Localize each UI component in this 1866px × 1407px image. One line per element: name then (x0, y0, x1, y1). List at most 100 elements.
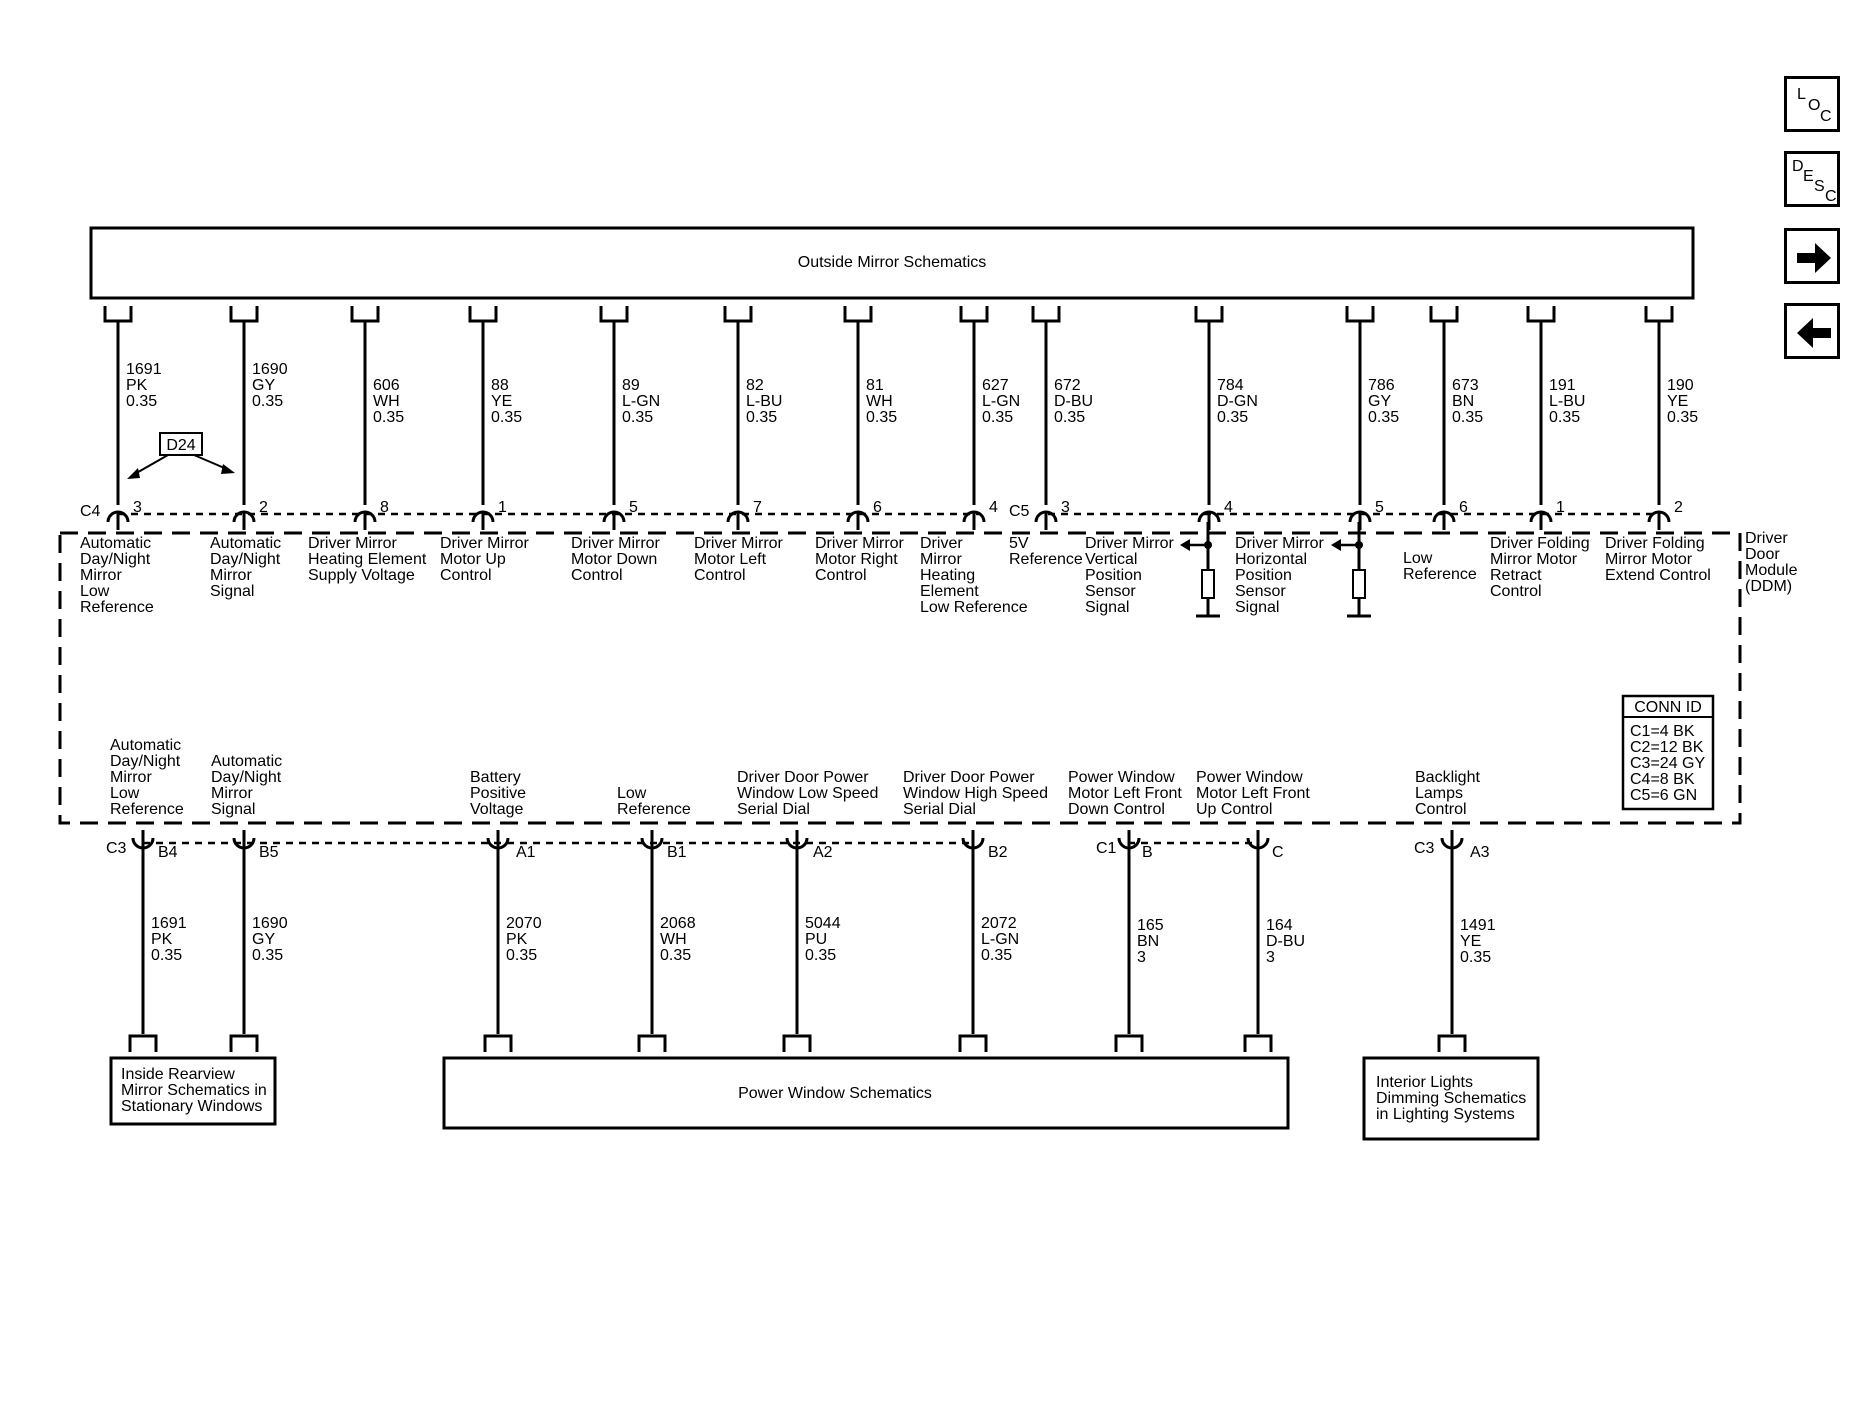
pin-number: B4 (158, 844, 178, 861)
wire-spec: 606 (373, 377, 400, 394)
wire-terminal (468, 306, 498, 323)
pin-number: 5 (1375, 499, 1384, 516)
wire-terminal (1437, 1034, 1467, 1052)
ddm-name-line-1: Driver (1745, 530, 1788, 547)
wire-spec: 3 (1137, 949, 1146, 966)
wire-terminal (843, 306, 873, 323)
pin-function-label: Signal (1085, 599, 1129, 616)
connector-c5-label: C5 (1009, 503, 1030, 520)
pin-function-label: Driver Mirror (1235, 535, 1325, 552)
wire-spec: 0.35 (491, 409, 522, 426)
pin-function-label: Driver Folding (1605, 535, 1705, 552)
horizontal-position-sensor-symbol (1331, 522, 1371, 618)
pin-function-label: Driver (920, 535, 963, 552)
wire-spec: 0.35 (1452, 409, 1483, 426)
pin-function-label: Driver Mirror (815, 535, 905, 552)
pin-function-label: Element (920, 583, 979, 600)
pin-function-label: Low (110, 785, 140, 802)
desc-letter-3: S (1814, 178, 1825, 195)
pin-function-label: Serial Dial (737, 801, 810, 818)
wire-spec: L-GN (981, 931, 1019, 948)
wire-spec: 0.35 (866, 409, 897, 426)
wire-spec: D-BU (1054, 393, 1093, 410)
wire-spec: 2068 (660, 915, 696, 932)
pin-function-label: Window High Speed (903, 785, 1048, 802)
conn-id-row: C2=12 BK (1630, 739, 1704, 756)
inside-rearview-mirror-line-1: Inside Rearview (121, 1066, 235, 1083)
wire-spec: 0.35 (126, 393, 157, 410)
desc-button[interactable]: D E S C (1784, 151, 1840, 207)
wire-spec: 0.35 (1217, 409, 1248, 426)
pin-function-label: Mirror (110, 769, 152, 786)
pin-function-label: Heating Element (308, 551, 427, 568)
wire-spec: 5044 (805, 915, 841, 932)
pin-function-label: Positive (470, 785, 526, 802)
wire-spec: PK (151, 931, 173, 948)
interior-lights-line-2: Dimming Schematics (1376, 1090, 1526, 1107)
top-wires: 31691PK0.35AutomaticDay/NightMirrorLowRe… (80, 306, 1711, 616)
pin-function-label: Sensor (1085, 583, 1136, 600)
wire-spec: WH (866, 393, 893, 410)
wire-terminal (782, 1034, 812, 1052)
pin-function-label: Signal (211, 801, 255, 818)
wire-spec: 3 (1266, 949, 1275, 966)
pin-function-label: Lamps (1415, 785, 1463, 802)
pin-function-label: Serial Dial (903, 801, 976, 818)
wire-terminal (1031, 306, 1061, 323)
desc-letter-2: E (1803, 168, 1814, 185)
pin-function-label: Driver Mirror (440, 535, 530, 552)
forward-button[interactable] (1784, 228, 1840, 284)
pin-number: 5 (629, 499, 638, 516)
wire-terminal (599, 306, 629, 323)
connector-c4-label: C4 (80, 503, 101, 520)
pin-number: B5 (259, 844, 279, 861)
pin-function-label: Day/Night (210, 551, 281, 568)
wire-spec: 0.35 (252, 947, 283, 964)
wire-spec: 627 (982, 377, 1009, 394)
wire-spec: 82 (746, 377, 764, 394)
wire-spec: 190 (1667, 377, 1694, 394)
wire-spec: YE (1667, 393, 1688, 410)
pin-function-label: Driver Mirror (308, 535, 398, 552)
pin-function-label: Motor Down (571, 551, 657, 568)
wire-spec: 0.35 (252, 393, 283, 410)
pin-function-label: Control (440, 567, 492, 584)
pin-function-label: Window Low Speed (737, 785, 878, 802)
loc-letter-3: C (1820, 108, 1832, 125)
wire-spec: 784 (1217, 377, 1244, 394)
pin-function-label: Motor Left Front (1196, 785, 1310, 802)
pin-number: 1 (1556, 499, 1565, 516)
ddm-module-name: Driver Door Module (DDM) (1745, 530, 1798, 595)
pin-number: 4 (1224, 499, 1233, 516)
conn-id-title: CONN ID (1634, 699, 1702, 716)
wire-spec: BN (1137, 933, 1159, 950)
pin-function-label: Voltage (470, 801, 523, 818)
pin-function-label: Signal (210, 583, 254, 600)
pin-function-label: 5V (1009, 535, 1029, 552)
wire-spec: 0.35 (746, 409, 777, 426)
wire-spec: L-BU (746, 393, 782, 410)
pin-function-label: Motor Left Front (1068, 785, 1182, 802)
wire-spec: 0.35 (660, 947, 691, 964)
pin-number: 3 (133, 499, 142, 516)
wire-spec: YE (491, 393, 512, 410)
pin-function-label: Reference (617, 801, 691, 818)
arrow-right-icon (1797, 243, 1831, 273)
pin-function-label: Mirror (80, 567, 122, 584)
loc-button[interactable]: L O C (1784, 76, 1840, 132)
loc-letter-2: O (1808, 97, 1820, 114)
pin-function-label: Reference (80, 599, 154, 616)
back-button[interactable] (1784, 303, 1840, 359)
wire-spec: WH (373, 393, 400, 410)
desc-letter-4: C (1825, 188, 1837, 205)
ddm-module-outline (58, 531, 1742, 825)
pin-function-label: Reference (1009, 551, 1083, 568)
wire-spec: 0.35 (805, 947, 836, 964)
wire-spec: 1690 (252, 915, 288, 932)
wire-terminal (637, 1034, 667, 1052)
wire-terminal (1243, 1034, 1273, 1052)
